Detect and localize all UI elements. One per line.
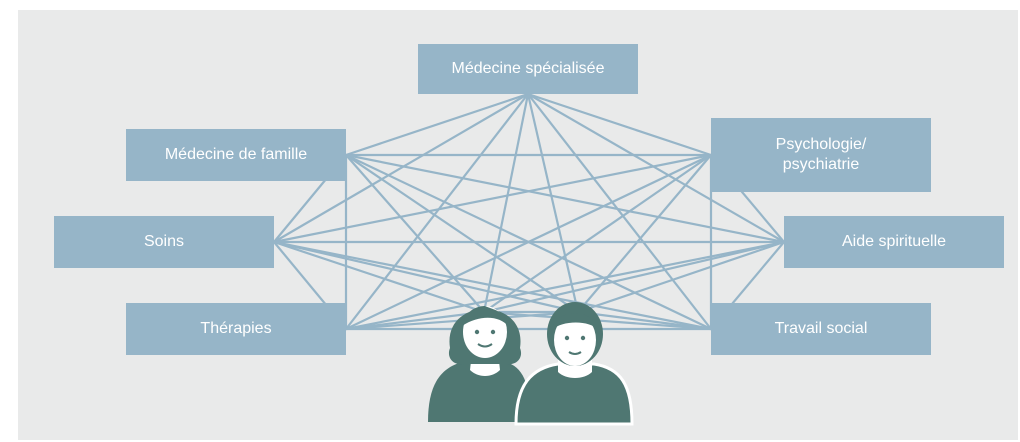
connector-soins-travail xyxy=(273,240,712,331)
man-avatar-icon xyxy=(514,302,634,426)
node-label: Aide spirituelle xyxy=(841,233,947,250)
connector-travail-man xyxy=(577,310,712,331)
connector-spec-psy xyxy=(527,92,712,157)
connector-spec-man xyxy=(526,93,580,313)
node-medecine-de-famille: Médecine de famille xyxy=(126,129,346,181)
node-aide-spirituelle: Aide spirituelle xyxy=(784,216,1004,268)
node-soins: Soins xyxy=(54,216,274,268)
connector-ther-psy xyxy=(345,154,712,330)
connector-soins-man xyxy=(273,240,579,314)
connector-spec-woman xyxy=(482,93,530,313)
patients-group xyxy=(428,302,634,426)
connector-soins-psy xyxy=(273,153,712,244)
node-therapies: Thérapies xyxy=(126,303,346,355)
connector-spec-travail xyxy=(527,93,712,330)
connector-spec-fam xyxy=(345,92,529,157)
connector-spec-aide xyxy=(527,93,785,243)
node-label: Travail social xyxy=(774,320,868,337)
node-label: Médecine spécialisée xyxy=(451,60,605,77)
node-psychologie-psychiatrie: Psychologie/ psychiatrie xyxy=(711,118,931,192)
connector-spec-ther xyxy=(345,93,529,330)
connector-psy-woman xyxy=(483,154,712,313)
connector-soins-woman xyxy=(273,240,485,314)
node-label: Médecine de famille xyxy=(164,146,308,163)
connector-aide-man xyxy=(577,240,785,314)
connector-spec-soins xyxy=(273,93,529,243)
node-medecine-specialisee: Médecine spécialisée xyxy=(418,44,638,94)
node-label: Psychologie/ psychiatrie xyxy=(775,136,867,173)
connector-aide-woman xyxy=(483,240,785,314)
connector-ther-woman xyxy=(345,310,485,331)
woman-avatar-icon xyxy=(428,306,530,422)
connector-fam-man xyxy=(345,154,579,313)
node-travail-social: Travail social xyxy=(711,303,931,355)
node-label: Soins xyxy=(143,233,185,250)
node-label: Thérapies xyxy=(200,320,272,337)
